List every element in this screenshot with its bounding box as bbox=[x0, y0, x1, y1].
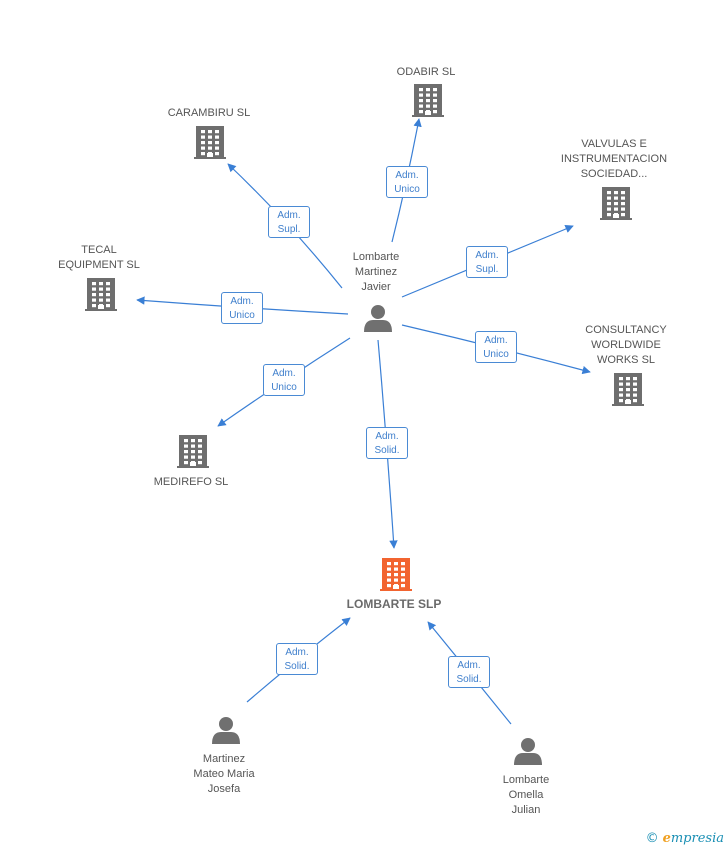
edge-label-line: Adm. bbox=[375, 431, 399, 442]
node-label-line: ODABIR SL bbox=[396, 66, 456, 78]
edge-label-line: Adm. bbox=[395, 170, 419, 181]
edge-label-line: Adm. bbox=[230, 296, 254, 307]
edge-label-line: Adm. bbox=[272, 368, 296, 379]
edge-label-javier-to-valvulas[interactable]: Adm. Supl. bbox=[466, 246, 508, 278]
valvulas-building-icon[interactable] bbox=[600, 187, 632, 220]
edge-label-line: Solid. bbox=[456, 674, 482, 685]
mateo-person-icon[interactable] bbox=[212, 717, 240, 744]
node-label-odabir[interactable]: ODABIR SL bbox=[376, 65, 476, 80]
logo-text: mpresia bbox=[670, 831, 724, 846]
node-label-line: WORLDWIDE bbox=[591, 339, 661, 351]
node-label-line: Lombarte bbox=[352, 251, 400, 263]
node-label-tecal[interactable]: TECAL EQUIPMENT SL bbox=[44, 243, 154, 273]
node-label-line: WORKS SL bbox=[596, 354, 656, 366]
edge-label-javier-to-carambiru[interactable]: Adm. Supl. bbox=[268, 206, 310, 238]
omella-person-icon[interactable] bbox=[514, 738, 542, 765]
edge-label-line: Adm. bbox=[484, 335, 508, 346]
medirefo-building-icon[interactable] bbox=[177, 435, 209, 468]
node-label-line: VALVULAS E bbox=[581, 138, 647, 150]
empresia-logo[interactable]: ©empresia bbox=[646, 831, 724, 846]
edge-label-line: Supl. bbox=[475, 264, 499, 275]
node-label-line: LOMBARTE SLP bbox=[346, 597, 442, 611]
node-label-consultancy[interactable]: CONSULTANCY WORLDWIDE WORKS SL bbox=[571, 323, 681, 368]
node-label-line: CARAMBIRU SL bbox=[167, 107, 251, 119]
node-label-line: SOCIEDAD... bbox=[580, 168, 648, 180]
edge-label-line: Solid. bbox=[374, 445, 400, 456]
edge-label-line: Unico bbox=[483, 349, 509, 360]
edge-label-javier-to-medirefo[interactable]: Adm. Unico bbox=[263, 364, 305, 396]
node-label-valvulas[interactable]: VALVULAS E INSTRUMENTACION SOCIEDAD... bbox=[554, 137, 674, 182]
node-label-medirefo[interactable]: MEDIREFO SL bbox=[136, 475, 246, 490]
node-label-line: Lombarte bbox=[502, 774, 550, 786]
edge-label-mateo-to-lombarte_slp[interactable]: Adm. Solid. bbox=[276, 643, 318, 675]
edge-label-javier-to-consultancy[interactable]: Adm. Unico bbox=[475, 331, 517, 363]
copyright-symbol: © bbox=[645, 831, 659, 846]
edge-label-omella-to-lombarte_slp[interactable]: Adm. Solid. bbox=[448, 656, 490, 688]
edge-label-line: Adm. bbox=[475, 250, 499, 261]
edge-label-line: Solid. bbox=[284, 661, 310, 672]
edge-label-javier-to-tecal[interactable]: Adm. Unico bbox=[221, 292, 263, 324]
node-label-line: MEDIREFO SL bbox=[153, 476, 229, 488]
node-label-line: Martinez bbox=[202, 753, 246, 765]
edge-label-line: Unico bbox=[271, 382, 297, 393]
carambiru-building-icon[interactable] bbox=[194, 126, 226, 159]
edge-label-line: Adm. bbox=[277, 210, 301, 221]
edge-label-line: Unico bbox=[394, 184, 420, 195]
javier-person-icon[interactable] bbox=[364, 305, 392, 332]
node-label-line: Javier bbox=[361, 281, 391, 293]
node-label-line: Julian bbox=[511, 804, 541, 816]
node-label-line: Omella bbox=[508, 789, 544, 801]
node-label-line: TECAL bbox=[81, 244, 117, 256]
node-label-line: Mateo Maria bbox=[193, 768, 255, 780]
logo-initial: e bbox=[662, 831, 671, 846]
edge-label-javier-to-odabir[interactable]: Adm. Unico bbox=[386, 166, 428, 198]
edge-label-line: Adm. bbox=[457, 660, 481, 671]
edge-label-javier-to-lombarte_slp[interactable]: Adm. Solid. bbox=[366, 427, 408, 459]
consultancy-building-icon[interactable] bbox=[612, 373, 644, 406]
node-label-carambiru[interactable]: CARAMBIRU SL bbox=[154, 106, 264, 121]
edge-label-line: Adm. bbox=[285, 647, 309, 658]
tecal-building-icon[interactable] bbox=[85, 278, 117, 311]
center-company-building-icon[interactable] bbox=[380, 558, 412, 591]
node-label-line: Martinez bbox=[354, 266, 398, 278]
node-label-lombarte_slp[interactable]: LOMBARTE SLP bbox=[334, 597, 454, 612]
edge-label-line: Supl. bbox=[277, 224, 301, 235]
odabir-building-icon[interactable] bbox=[412, 84, 444, 117]
node-label-line: CONSULTANCY bbox=[585, 324, 667, 336]
node-label-line: Josefa bbox=[207, 783, 241, 795]
node-label-line: INSTRUMENTACION bbox=[560, 153, 668, 165]
edge-label-line: Unico bbox=[229, 310, 255, 321]
node-label-line: EQUIPMENT SL bbox=[58, 259, 140, 271]
